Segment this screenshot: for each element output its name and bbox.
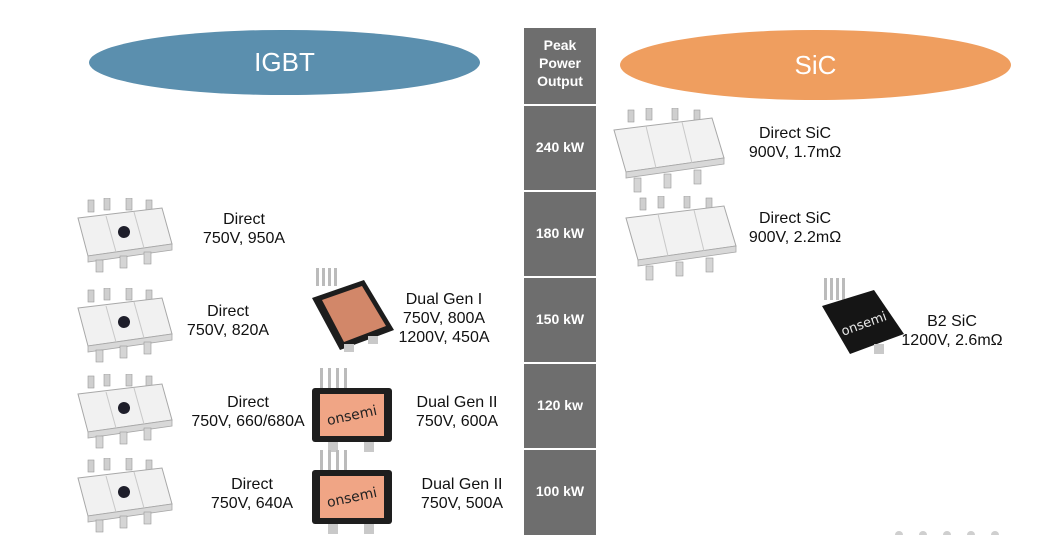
power-title-line-1: Peak [543,37,577,53]
column-divider [524,276,596,278]
power-level-150: 150 kW [535,311,585,327]
direct-module-image [77,198,173,273]
direct-module-image [77,288,173,363]
power-title-line-3: Output [537,73,583,89]
dual-gen-ii-chip-image: onsemi [312,450,392,534]
power-level-240: 240 kW [535,139,585,155]
power-output-column [524,28,596,535]
column-divider [524,362,596,364]
sic-header-label: SiC [794,49,837,80]
sic-header: SiC [620,30,1011,100]
column-divider [524,448,596,450]
power-title-line-2: Power [538,55,581,71]
power-level-180: 180 kW [535,225,585,241]
column-divider [524,104,596,106]
igbt-header: IGBT [89,30,480,95]
direct-sic-module-image [613,108,725,193]
direct-module-image [77,458,173,533]
direct-sic-module-image [625,196,737,281]
igbt-header-label: IGBT [254,47,315,77]
dual-gen-ii-chip-image: onsemi [312,368,392,452]
decorative-dots [895,531,999,535]
power-level-100: 100 kW [535,483,585,499]
column-divider [524,190,596,192]
power-column-title: Peak Power Output [524,36,596,90]
b2-sic-chip-image: onsemi [822,278,904,354]
direct-module-image [77,374,173,449]
dual-gen-i-chip-image [312,268,394,352]
power-level-120: 120 kw [537,397,583,413]
